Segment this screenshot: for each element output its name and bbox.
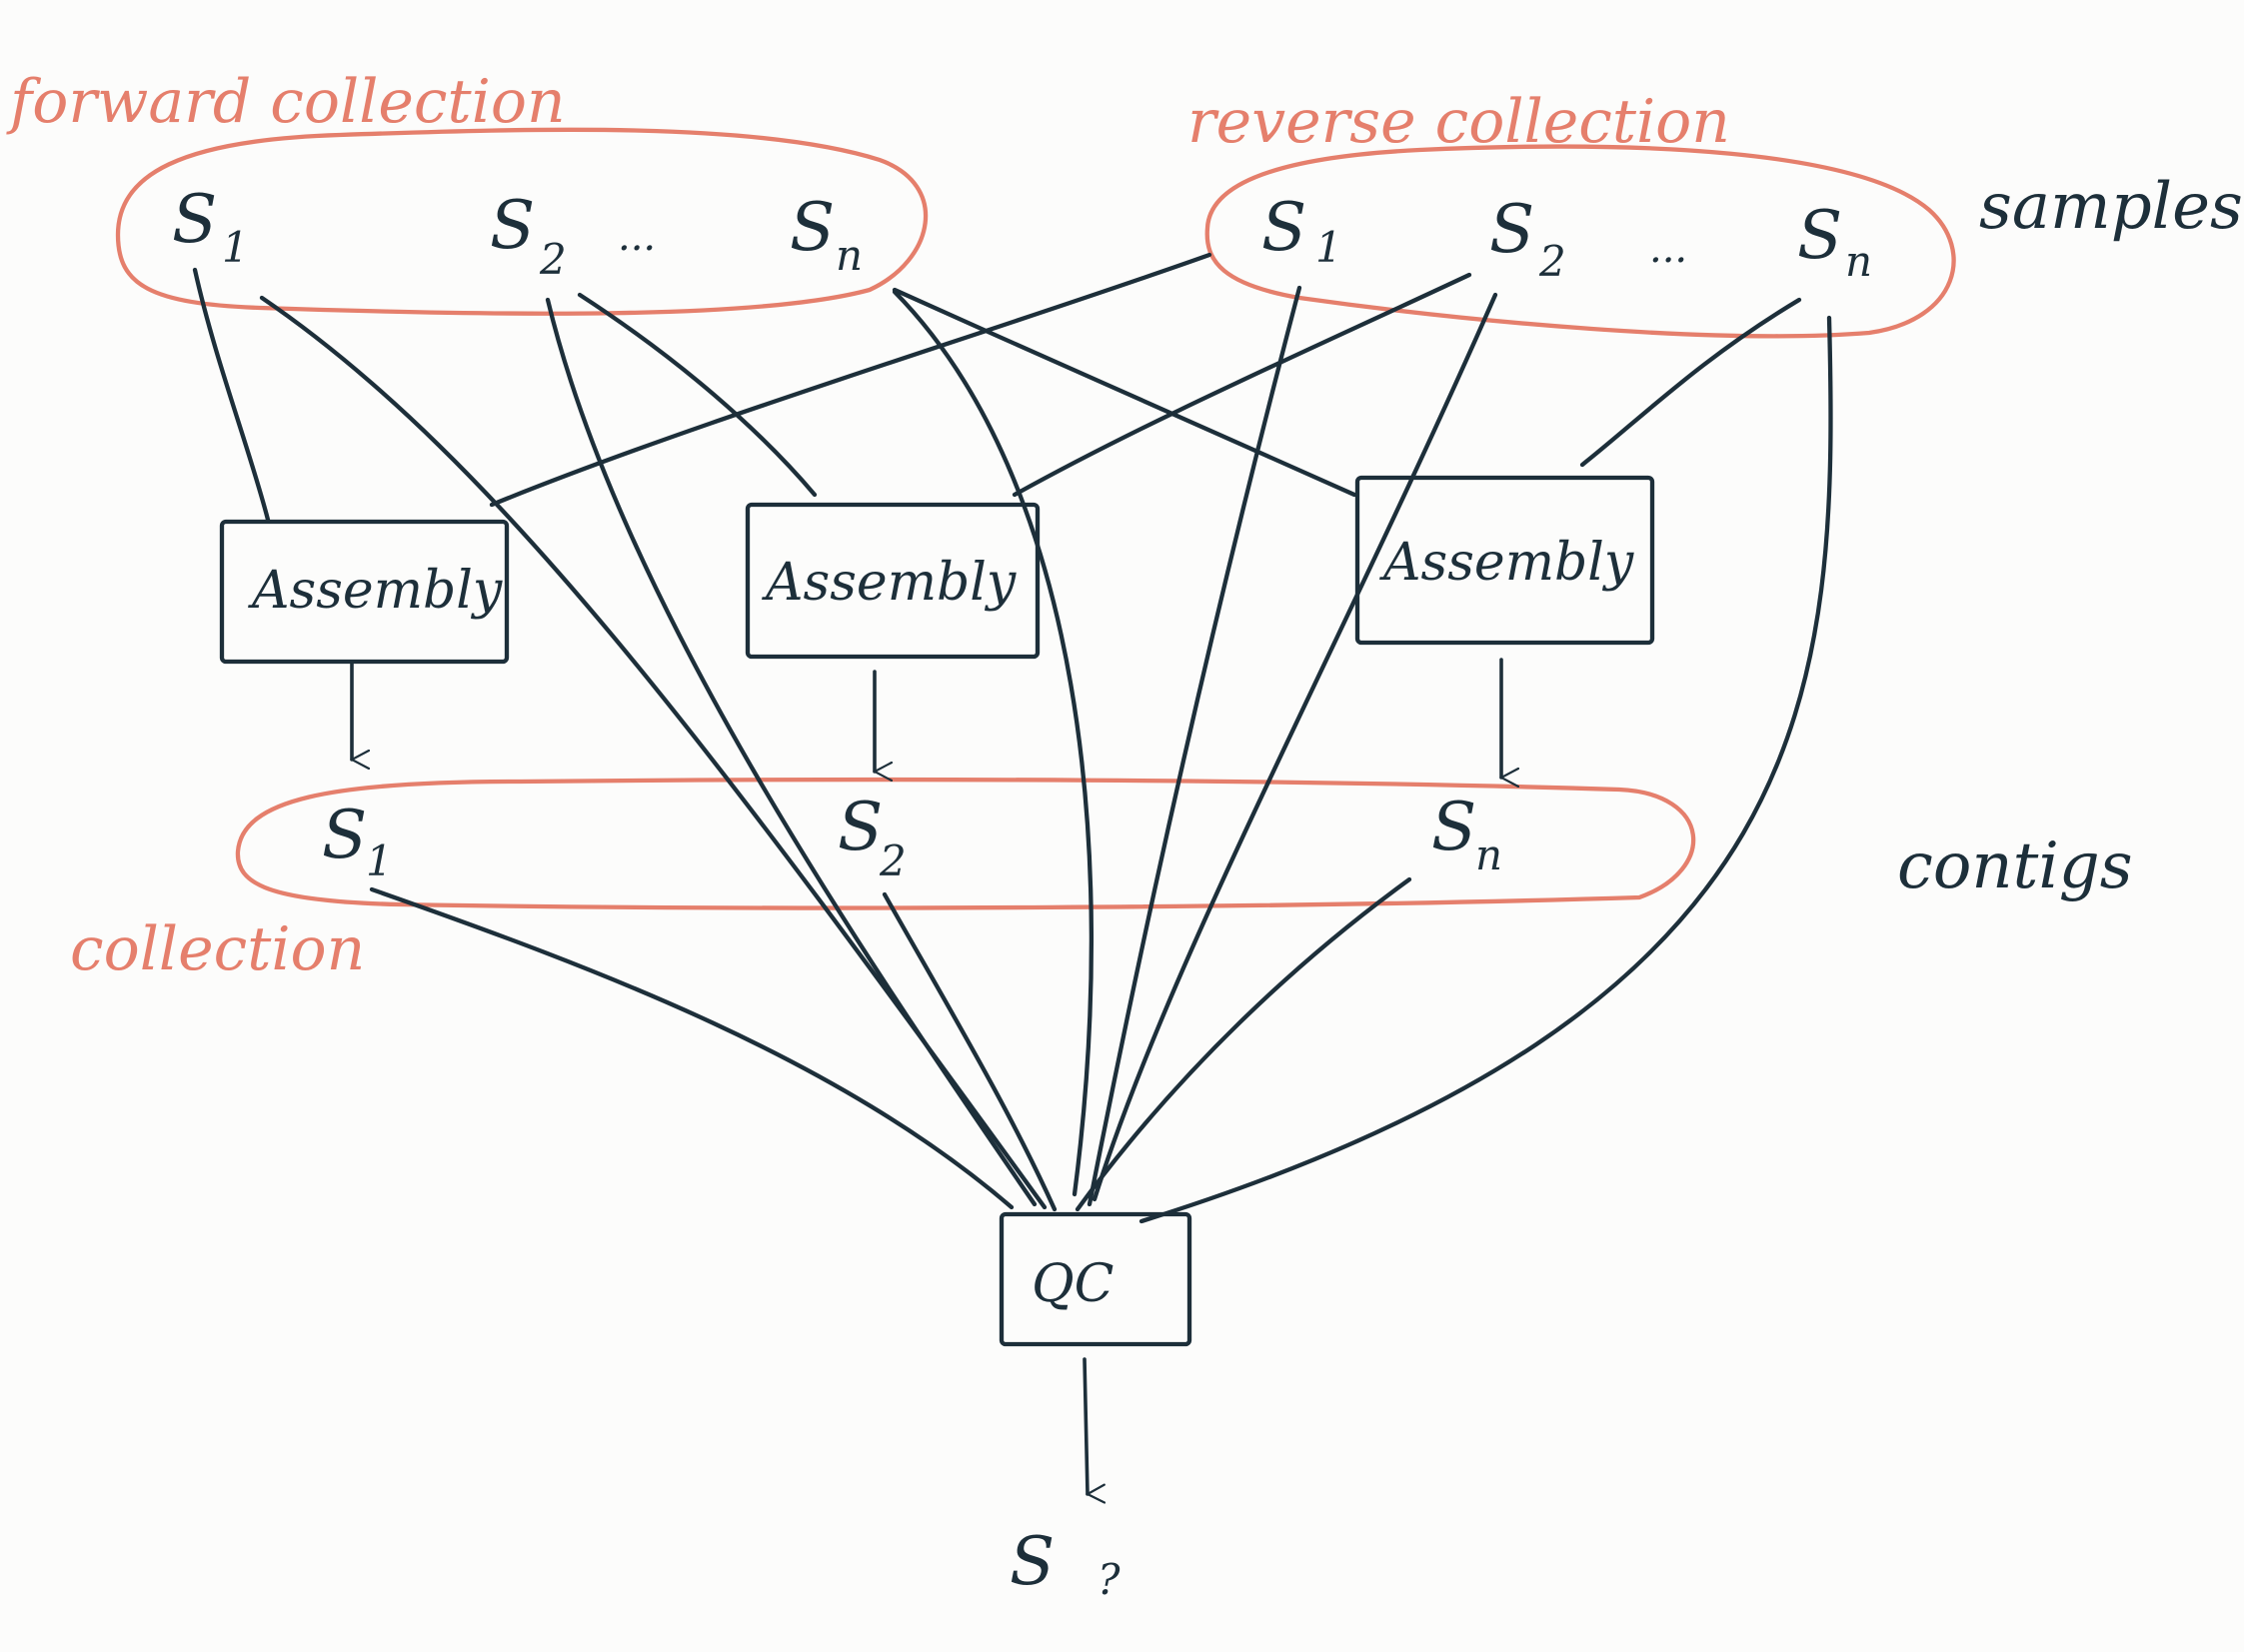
assembly-box-2: Assembly (745, 502, 1041, 660)
svg-text:2: 2 (879, 836, 907, 885)
svg-text:S: S (838, 789, 883, 865)
reverse-collection-hull (1204, 144, 1956, 339)
svg-text:QC: QC (1032, 1254, 1114, 1314)
qc-box: QC (999, 1211, 1192, 1347)
forward-sample-s1: S 1 (172, 181, 249, 272)
inputs-to-qc-lines (259, 285, 1833, 1224)
svg-text:S: S (1431, 789, 1476, 865)
svg-text:1: 1 (366, 836, 393, 885)
contigs-label: contigs (1897, 829, 2133, 903)
svg-text:Assembly: Assembly (762, 553, 1017, 613)
svg-text:S: S (1797, 197, 1842, 274)
svg-text:S: S (490, 187, 535, 264)
svg-text:1: 1 (222, 223, 249, 272)
svg-text:?: ? (1098, 1555, 1121, 1604)
sample-to-assembly-lines (192, 252, 1802, 523)
reverse-sample-sn: S n (1797, 197, 1872, 286)
svg-text:S: S (172, 181, 217, 258)
svg-text:1: 1 (1315, 223, 1342, 272)
svg-text:Assembly: Assembly (1379, 533, 1634, 593)
contig-sn: S n (1431, 789, 1502, 879)
reverse-sample-s1: S 1 (1261, 189, 1342, 272)
svg-text:2: 2 (1538, 237, 1566, 286)
svg-text:S: S (322, 797, 367, 873)
output-sample: S ? (1010, 1523, 1121, 1604)
svg-text:S: S (1261, 189, 1306, 266)
svg-text:2: 2 (539, 235, 567, 284)
forward-sample-s2: S 2 (490, 187, 567, 284)
samples-label: samples (1979, 170, 2243, 244)
contig-s1: S 1 (322, 797, 393, 885)
svg-text:n: n (1845, 237, 1872, 286)
reverse-collection-label: reverse collection (1187, 87, 1730, 157)
assembly-box-3: Assembly (1354, 475, 1655, 646)
forward-sample-sn: S n (790, 189, 863, 280)
forward-collection-hull (115, 127, 929, 316)
assembly-box-1: Assembly (219, 519, 510, 665)
contig-s2: S 2 (838, 789, 907, 885)
reverse-ellipsis: ... (1649, 226, 1687, 272)
svg-text:n: n (836, 231, 863, 280)
forward-collection-label: forward collection (6, 67, 566, 137)
svg-text:S: S (1010, 1523, 1055, 1600)
svg-text:S: S (790, 189, 835, 266)
qc-output-arrow (1083, 1357, 1088, 1494)
contigs-collection-hull (235, 777, 1696, 910)
forward-ellipsis: ... (618, 214, 656, 260)
svg-text:S: S (1489, 191, 1534, 268)
assembly-to-contig-arrows (352, 658, 1501, 778)
svg-text:Assembly: Assembly (248, 561, 503, 621)
reverse-sample-s2: S 2 (1489, 191, 1566, 286)
contigs-collection-label: collection (70, 914, 365, 984)
svg-text:n: n (1475, 830, 1502, 879)
